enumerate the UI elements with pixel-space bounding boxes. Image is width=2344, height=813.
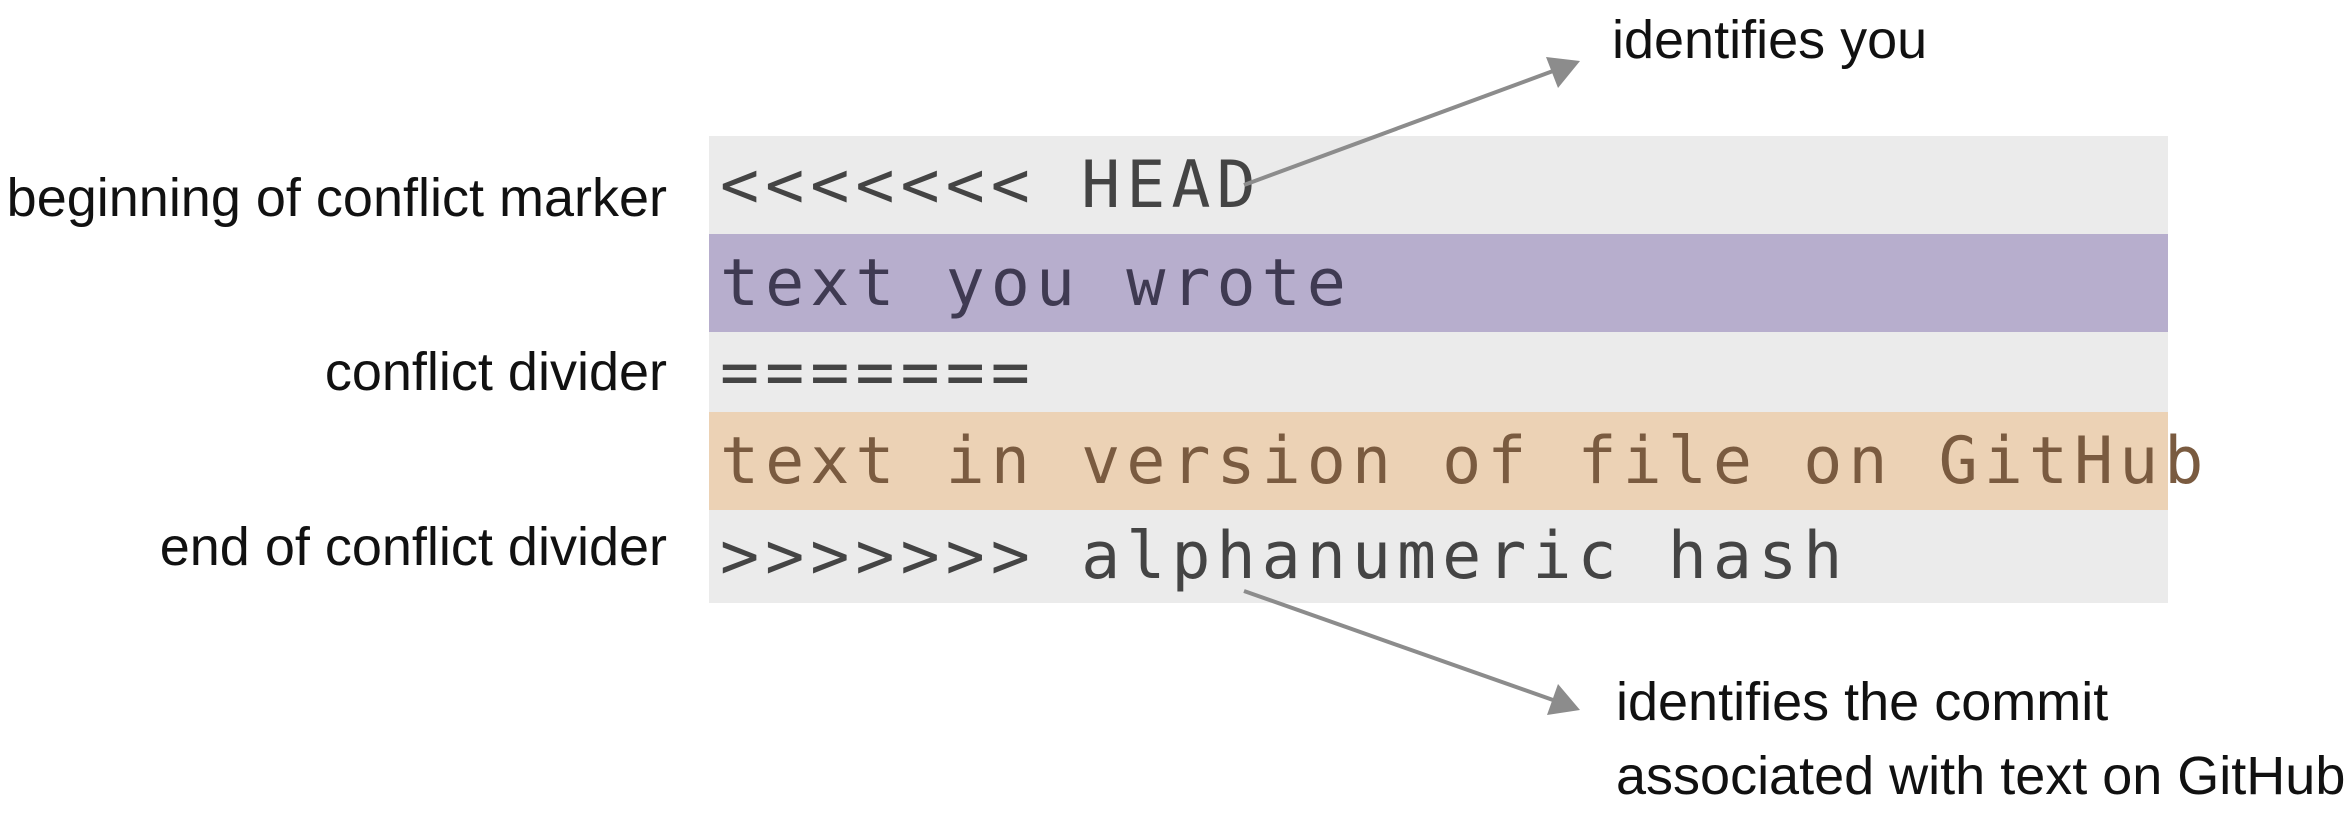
arrow-to-identifies-commit (1243, 589, 1580, 715)
note-identifies-commit-line2: associated with text on GitHub (1616, 746, 2344, 806)
note-identifies-commit-line1: identifies the commit (1616, 672, 2109, 732)
label-beginning-of-conflict-marker: beginning of conflict marker (6, 168, 667, 228)
conflict-code-block: <<<<<<< HEAD text you wrote ======= text… (709, 136, 2203, 603)
code-line-github-text: text in version of file on GitHub (709, 412, 2203, 510)
label-conflict-divider: conflict divider (324, 342, 667, 402)
code-line-head-marker: <<<<<<< HEAD (720, 147, 1262, 223)
note-identifies-you: identifies you (1612, 10, 1928, 70)
code-line-end-marker: >>>>>>> alphanumeric hash (720, 519, 1849, 594)
label-end-of-conflict-divider: end of conflict divider (159, 517, 667, 577)
code-line-divider: ======= (720, 334, 1036, 410)
code-line-your-text: text you wrote (709, 234, 2168, 332)
